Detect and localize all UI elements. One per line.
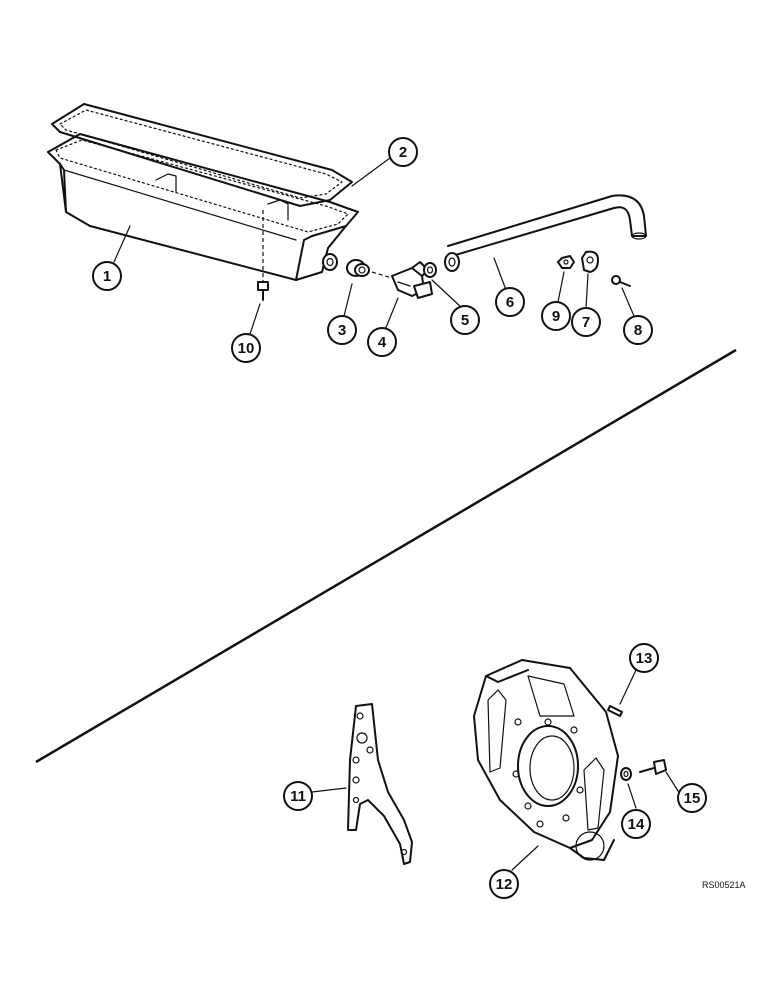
- svg-text:7: 7: [582, 314, 590, 331]
- svg-text:15: 15: [684, 790, 701, 807]
- svg-text:8: 8: [634, 322, 642, 339]
- part-dowel-13: [607, 705, 623, 717]
- part-nut-9: [557, 255, 575, 269]
- callout-10: 10: [231, 333, 261, 363]
- svg-text:11: 11: [290, 788, 306, 805]
- svg-text:13: 13: [636, 650, 653, 667]
- svg-text:3: 3: [338, 322, 346, 339]
- svg-text:10: 10: [238, 340, 255, 357]
- svg-text:14: 14: [628, 816, 645, 833]
- callout-13: 13: [629, 643, 659, 673]
- callout-11: 11: [283, 781, 313, 811]
- callout-2: 2: [388, 137, 418, 167]
- callout-5: 5: [450, 305, 480, 335]
- part-flywheel-housing-12: [473, 659, 619, 861]
- part-fitting-3: [346, 259, 370, 277]
- part-bolt-10: [257, 281, 269, 301]
- callout-3: 3: [327, 315, 357, 345]
- part-screw-8: [611, 275, 631, 287]
- callout-8: 8: [623, 315, 653, 345]
- svg-text:12: 12: [496, 876, 513, 893]
- callout-4: 4: [367, 327, 397, 357]
- reference-code: RS00521A: [702, 880, 746, 890]
- svg-text:5: 5: [461, 312, 469, 329]
- part-washer-14: [620, 767, 632, 781]
- part-plate-11: [347, 703, 413, 865]
- part-oil-pan: [47, 133, 359, 281]
- svg-text:9: 9: [552, 308, 560, 325]
- callout-9: 9: [541, 301, 571, 331]
- callout-7: 7: [571, 307, 601, 337]
- callout-6: 6: [495, 287, 525, 317]
- callout-12: 12: [489, 869, 519, 899]
- part-clip-7: [581, 250, 599, 273]
- leader-lines: [113, 157, 681, 871]
- svg-text:2: 2: [399, 144, 407, 161]
- svg-text:6: 6: [506, 294, 514, 311]
- callout-1: 1: [92, 261, 122, 291]
- svg-text:4: 4: [378, 334, 387, 351]
- callout-15: 15: [677, 783, 707, 813]
- part-washer-5: [423, 262, 437, 278]
- part-gasket: [51, 103, 353, 207]
- section-divider-line: [35, 348, 737, 764]
- callout-14: 14: [621, 809, 651, 839]
- part-hose-6: [444, 194, 647, 272]
- svg-text:1: 1: [103, 268, 111, 285]
- part-elbow-4: [391, 261, 433, 299]
- part-bolt-15: [639, 759, 667, 775]
